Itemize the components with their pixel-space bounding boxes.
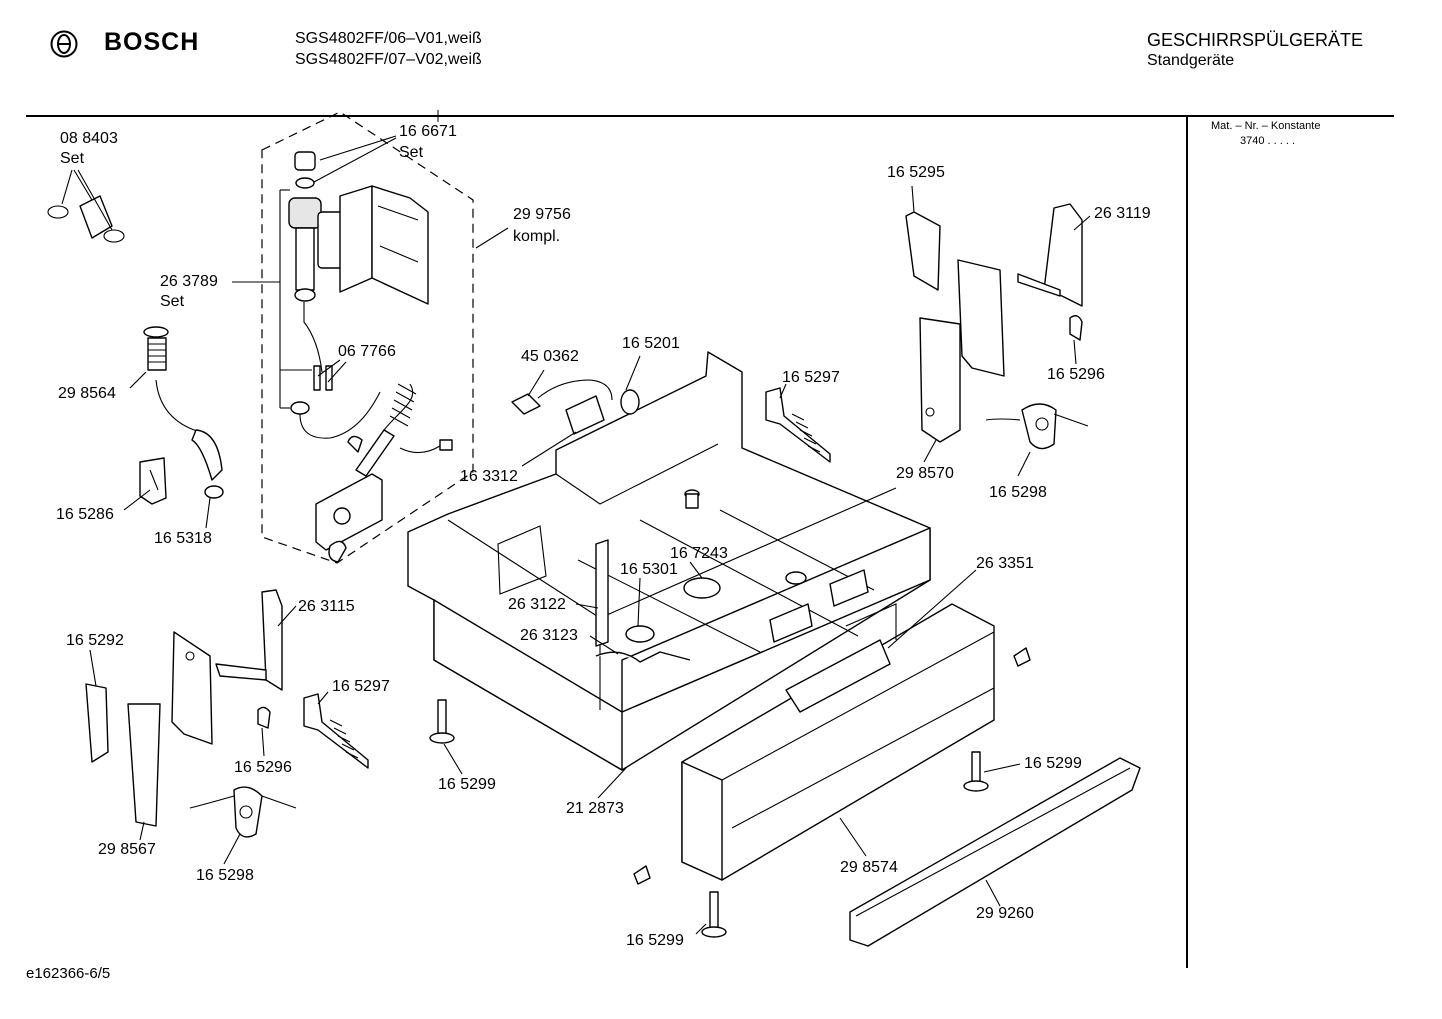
label-29-8574: 29 8574 <box>840 859 898 876</box>
label-26-3351: 26 3351 <box>976 555 1034 572</box>
label-45-0362: 45 0362 <box>521 348 579 365</box>
connection-cable <box>511 379 640 435</box>
mount-plate-upper-right <box>905 203 1089 450</box>
label-16-5296-lower: 16 5296 <box>234 759 292 776</box>
label-16-6671-set: Set <box>399 144 424 161</box>
label-26-3789-set: Set <box>160 293 185 310</box>
bracket-left-small <box>139 457 167 505</box>
label-16-5299-right: 16 5299 <box>1024 755 1082 772</box>
label-16-5298-upper: 16 5298 <box>989 484 1047 501</box>
foot-screw-bottom <box>701 891 727 938</box>
foot-screw-right <box>963 751 989 792</box>
assembly-set-outline <box>261 111 474 564</box>
label-26-3115: 26 3115 <box>298 598 355 615</box>
label-16-5301: 16 5301 <box>620 561 678 578</box>
label-16-6671: 16 6671 <box>399 123 457 140</box>
label-16-5299-left: 16 5299 <box>438 776 496 793</box>
category-title: GESCHIRRSPÜLGERÄTE <box>1147 30 1364 50</box>
model-line-1: SGS4802FF/06–V01,weiß <box>295 30 482 47</box>
label-26-3119: 26 3119 <box>1094 205 1151 222</box>
label-08-8403: 08 8403 <box>60 130 118 147</box>
label-26-3789: 26 3789 <box>160 273 218 290</box>
label-29-9756-kompl: kompl. <box>513 228 560 245</box>
label-26-3122: 26 3122 <box>508 596 566 613</box>
label-16-5296-upper: 16 5296 <box>1047 366 1105 383</box>
label-29-9260: 29 9260 <box>976 905 1034 922</box>
konstante-label: Mat. – Nr. – Konstante <box>1211 120 1321 132</box>
label-16-5318: 16 5318 <box>154 530 212 547</box>
label-08-8403-set: Set <box>60 150 85 167</box>
model-line-2: SGS4802FF/07–V02,weiß <box>295 51 482 68</box>
label-16-5295: 16 5295 <box>887 164 945 181</box>
label-16-5299-bottom: 16 5299 <box>626 932 684 949</box>
small-screw-right <box>1013 647 1031 667</box>
plinth-panel <box>681 603 995 881</box>
label-16-5297-upper: 16 5297 <box>782 369 840 386</box>
subcategory-title: Standgeräte <box>1147 52 1235 69</box>
spring-bracket-right <box>765 387 831 463</box>
bosch-logo-icon <box>50 30 78 58</box>
label-16-5298-lower: 16 5298 <box>196 867 254 884</box>
label-29-8570: 29 8570 <box>896 465 954 482</box>
label-26-3123: 26 3123 <box>520 627 578 644</box>
kickboard <box>849 757 1141 947</box>
clamp-set <box>47 169 125 243</box>
inlet-valve-assembly <box>288 151 429 439</box>
part-labels: 08 8403 Set 16 6671 Set 29 9756 kompl. 2… <box>56 123 1151 949</box>
label-16-3312: 16 3312 <box>460 468 518 485</box>
label-16-7243: 16 7243 <box>670 545 728 562</box>
label-29-9756: 29 9756 <box>513 206 571 223</box>
brand-name: BOSCH <box>104 28 200 56</box>
label-29-8564: 29 8564 <box>58 385 116 402</box>
label-16-5292: 16 5292 <box>66 632 124 649</box>
mount-plate-left <box>85 589 297 838</box>
document-id: e162366-6/5 <box>26 965 111 982</box>
label-16-5286: 16 5286 <box>56 506 114 523</box>
hose-coil <box>347 383 453 477</box>
drain-hose-coil <box>143 326 224 499</box>
spring-bracket-left <box>303 693 369 769</box>
label-06-7766: 06 7766 <box>338 343 396 360</box>
foot-screw-left <box>429 699 455 744</box>
leader-lines <box>89 135 1091 935</box>
base-tub <box>407 351 931 771</box>
label-29-8567: 29 8567 <box>98 841 156 858</box>
label-21-2873: 21 2873 <box>566 800 624 817</box>
small-screw-bottom <box>633 865 651 885</box>
label-16-5201: 16 5201 <box>622 335 680 352</box>
konstante-value: 3740 . . . . . <box>1240 135 1296 147</box>
pressure-switch <box>315 473 383 563</box>
label-16-5297-lower: 16 5297 <box>332 678 390 695</box>
